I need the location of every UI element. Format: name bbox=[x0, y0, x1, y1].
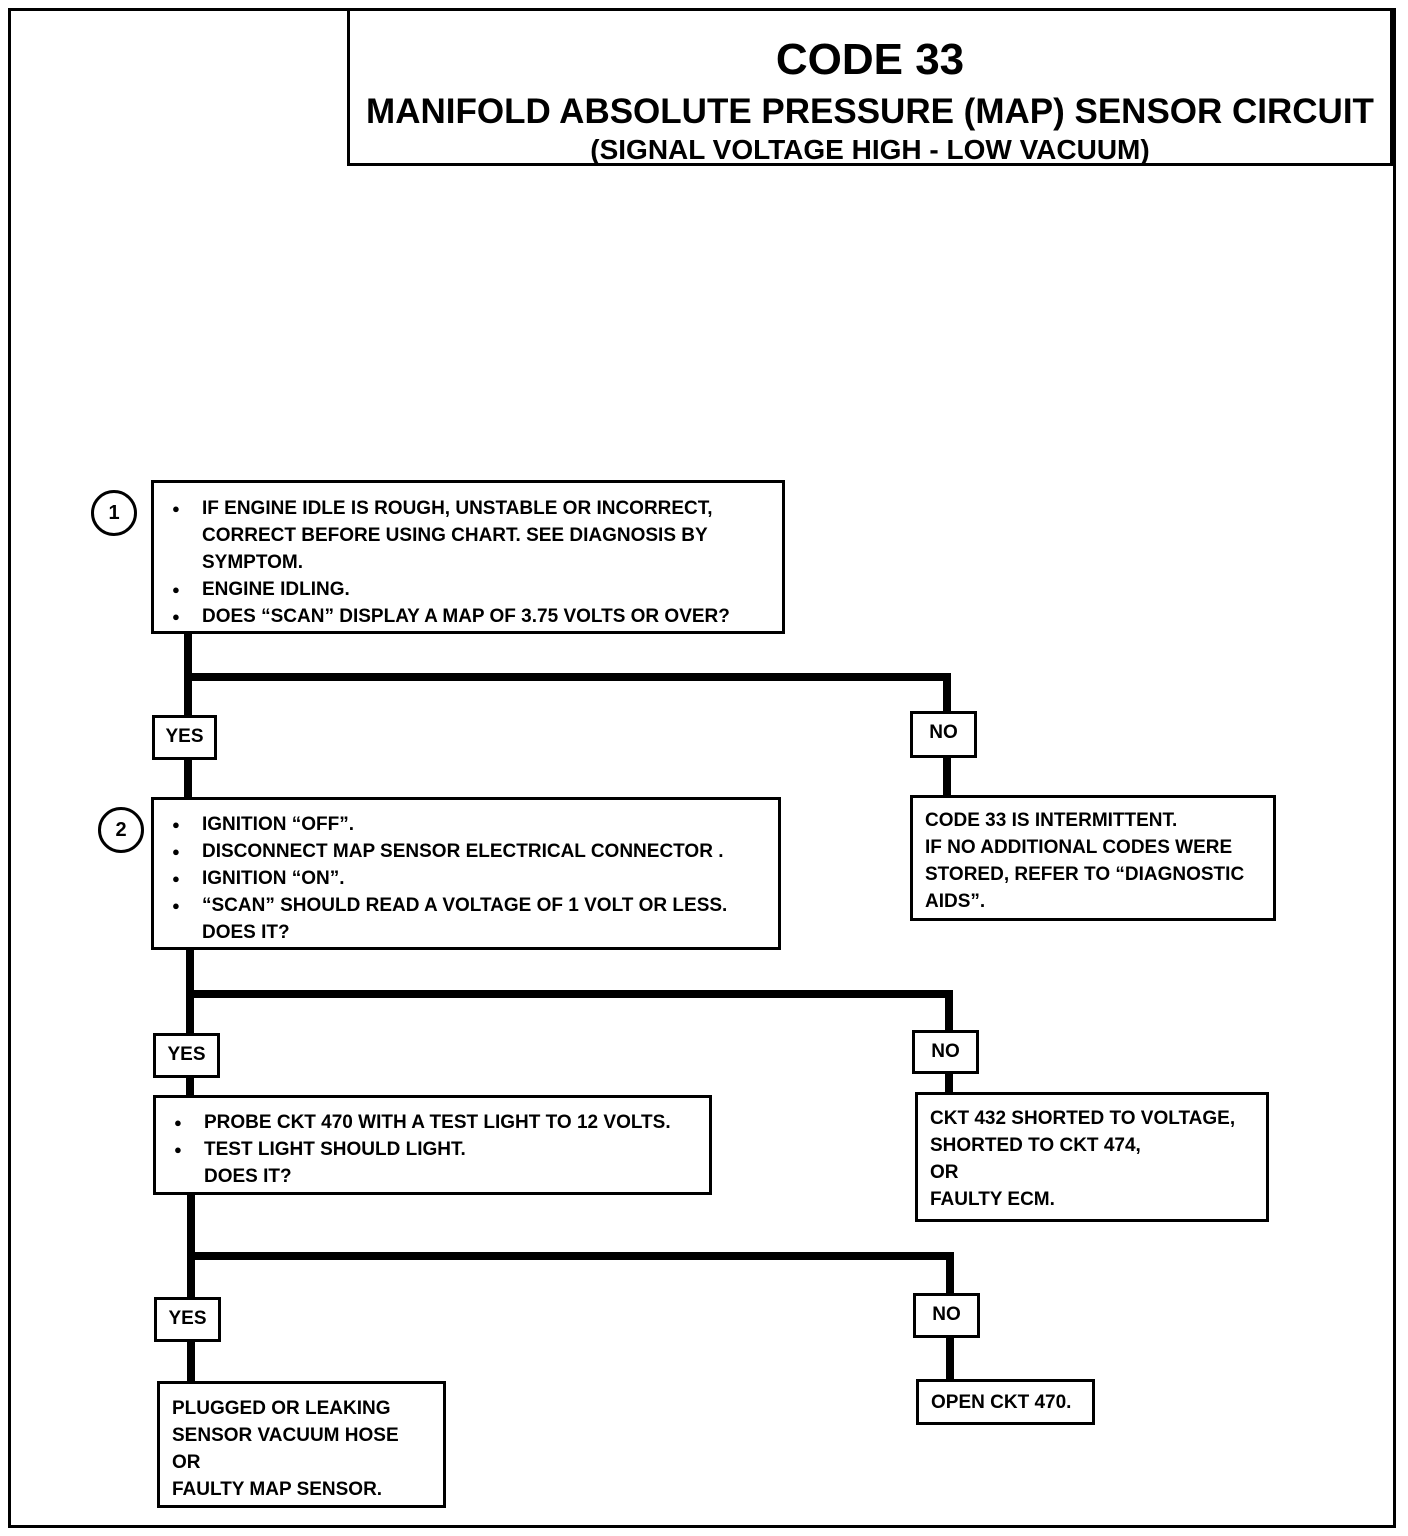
step-2-item: IGNITION “ON”. bbox=[162, 865, 768, 892]
step-1-item: DOES “SCAN” DISPLAY A MAP OF 3.75 VOLTS … bbox=[162, 603, 772, 630]
no-label-1: NO bbox=[910, 711, 977, 758]
step-1-item: ENGINE IDLING. bbox=[162, 576, 772, 603]
step-3-item: PROBE CKT 470 WITH A TEST LIGHT TO 12 VO… bbox=[164, 1109, 699, 1136]
step-1-item: IF ENGINE IDLE IS ROUGH, UNSTABLE OR INC… bbox=[162, 495, 772, 576]
chart-title: MANIFOLD ABSOLUTE PRESSURE (MAP) SENSOR … bbox=[366, 92, 1374, 131]
result-intermittent: CODE 33 IS INTERMITTENT. IF NO ADDITIONA… bbox=[910, 795, 1276, 921]
step-3-item: TEST LIGHT SHOULD LIGHT. DOES IT? bbox=[164, 1136, 699, 1190]
step-1-box: IF ENGINE IDLE IS ROUGH, UNSTABLE OR INC… bbox=[151, 480, 785, 634]
result-ckt432: CKT 432 SHORTED TO VOLTAGE, SHORTED TO C… bbox=[915, 1092, 1269, 1222]
chart-subtitle: (SIGNAL VOLTAGE HIGH - LOW VACUUM) bbox=[590, 134, 1150, 165]
result-open470: OPEN CKT 470. bbox=[916, 1379, 1095, 1425]
step-2-item: DISCONNECT MAP SENSOR ELECTRICAL CONNECT… bbox=[162, 838, 768, 865]
step-2-item: “SCAN” SHOULD READ A VOLTAGE OF 1 VOLT O… bbox=[162, 892, 768, 946]
connector-step1-branch bbox=[184, 673, 951, 716]
step-3-box: PROBE CKT 470 WITH A TEST LIGHT TO 12 VO… bbox=[153, 1095, 712, 1195]
yes-label-1: YES bbox=[152, 715, 217, 760]
no-label-3: NO bbox=[913, 1293, 980, 1338]
step-1-marker: 1 bbox=[91, 490, 137, 536]
step-2-box: IGNITION “OFF”. DISCONNECT MAP SENSOR EL… bbox=[151, 797, 781, 950]
no-label-2: NO bbox=[912, 1030, 979, 1074]
title-block: CODE 33 MANIFOLD ABSOLUTE PRESSURE (MAP)… bbox=[347, 8, 1393, 166]
result-plugged-hose: PLUGGED OR LEAKING SENSOR VACUUM HOSE OR… bbox=[157, 1381, 446, 1508]
step-2-item: IGNITION “OFF”. bbox=[162, 811, 768, 838]
step-2-number: 2 bbox=[115, 819, 127, 841]
step-2-marker: 2 bbox=[98, 807, 144, 853]
yes-label-2: YES bbox=[153, 1033, 220, 1078]
connector-step2-branch bbox=[186, 990, 953, 1035]
connector-step3-branch bbox=[187, 1252, 954, 1298]
step-1-number: 1 bbox=[108, 502, 120, 524]
chart-code: CODE 33 bbox=[775, 35, 965, 84]
yes-label-3: YES bbox=[154, 1297, 221, 1342]
